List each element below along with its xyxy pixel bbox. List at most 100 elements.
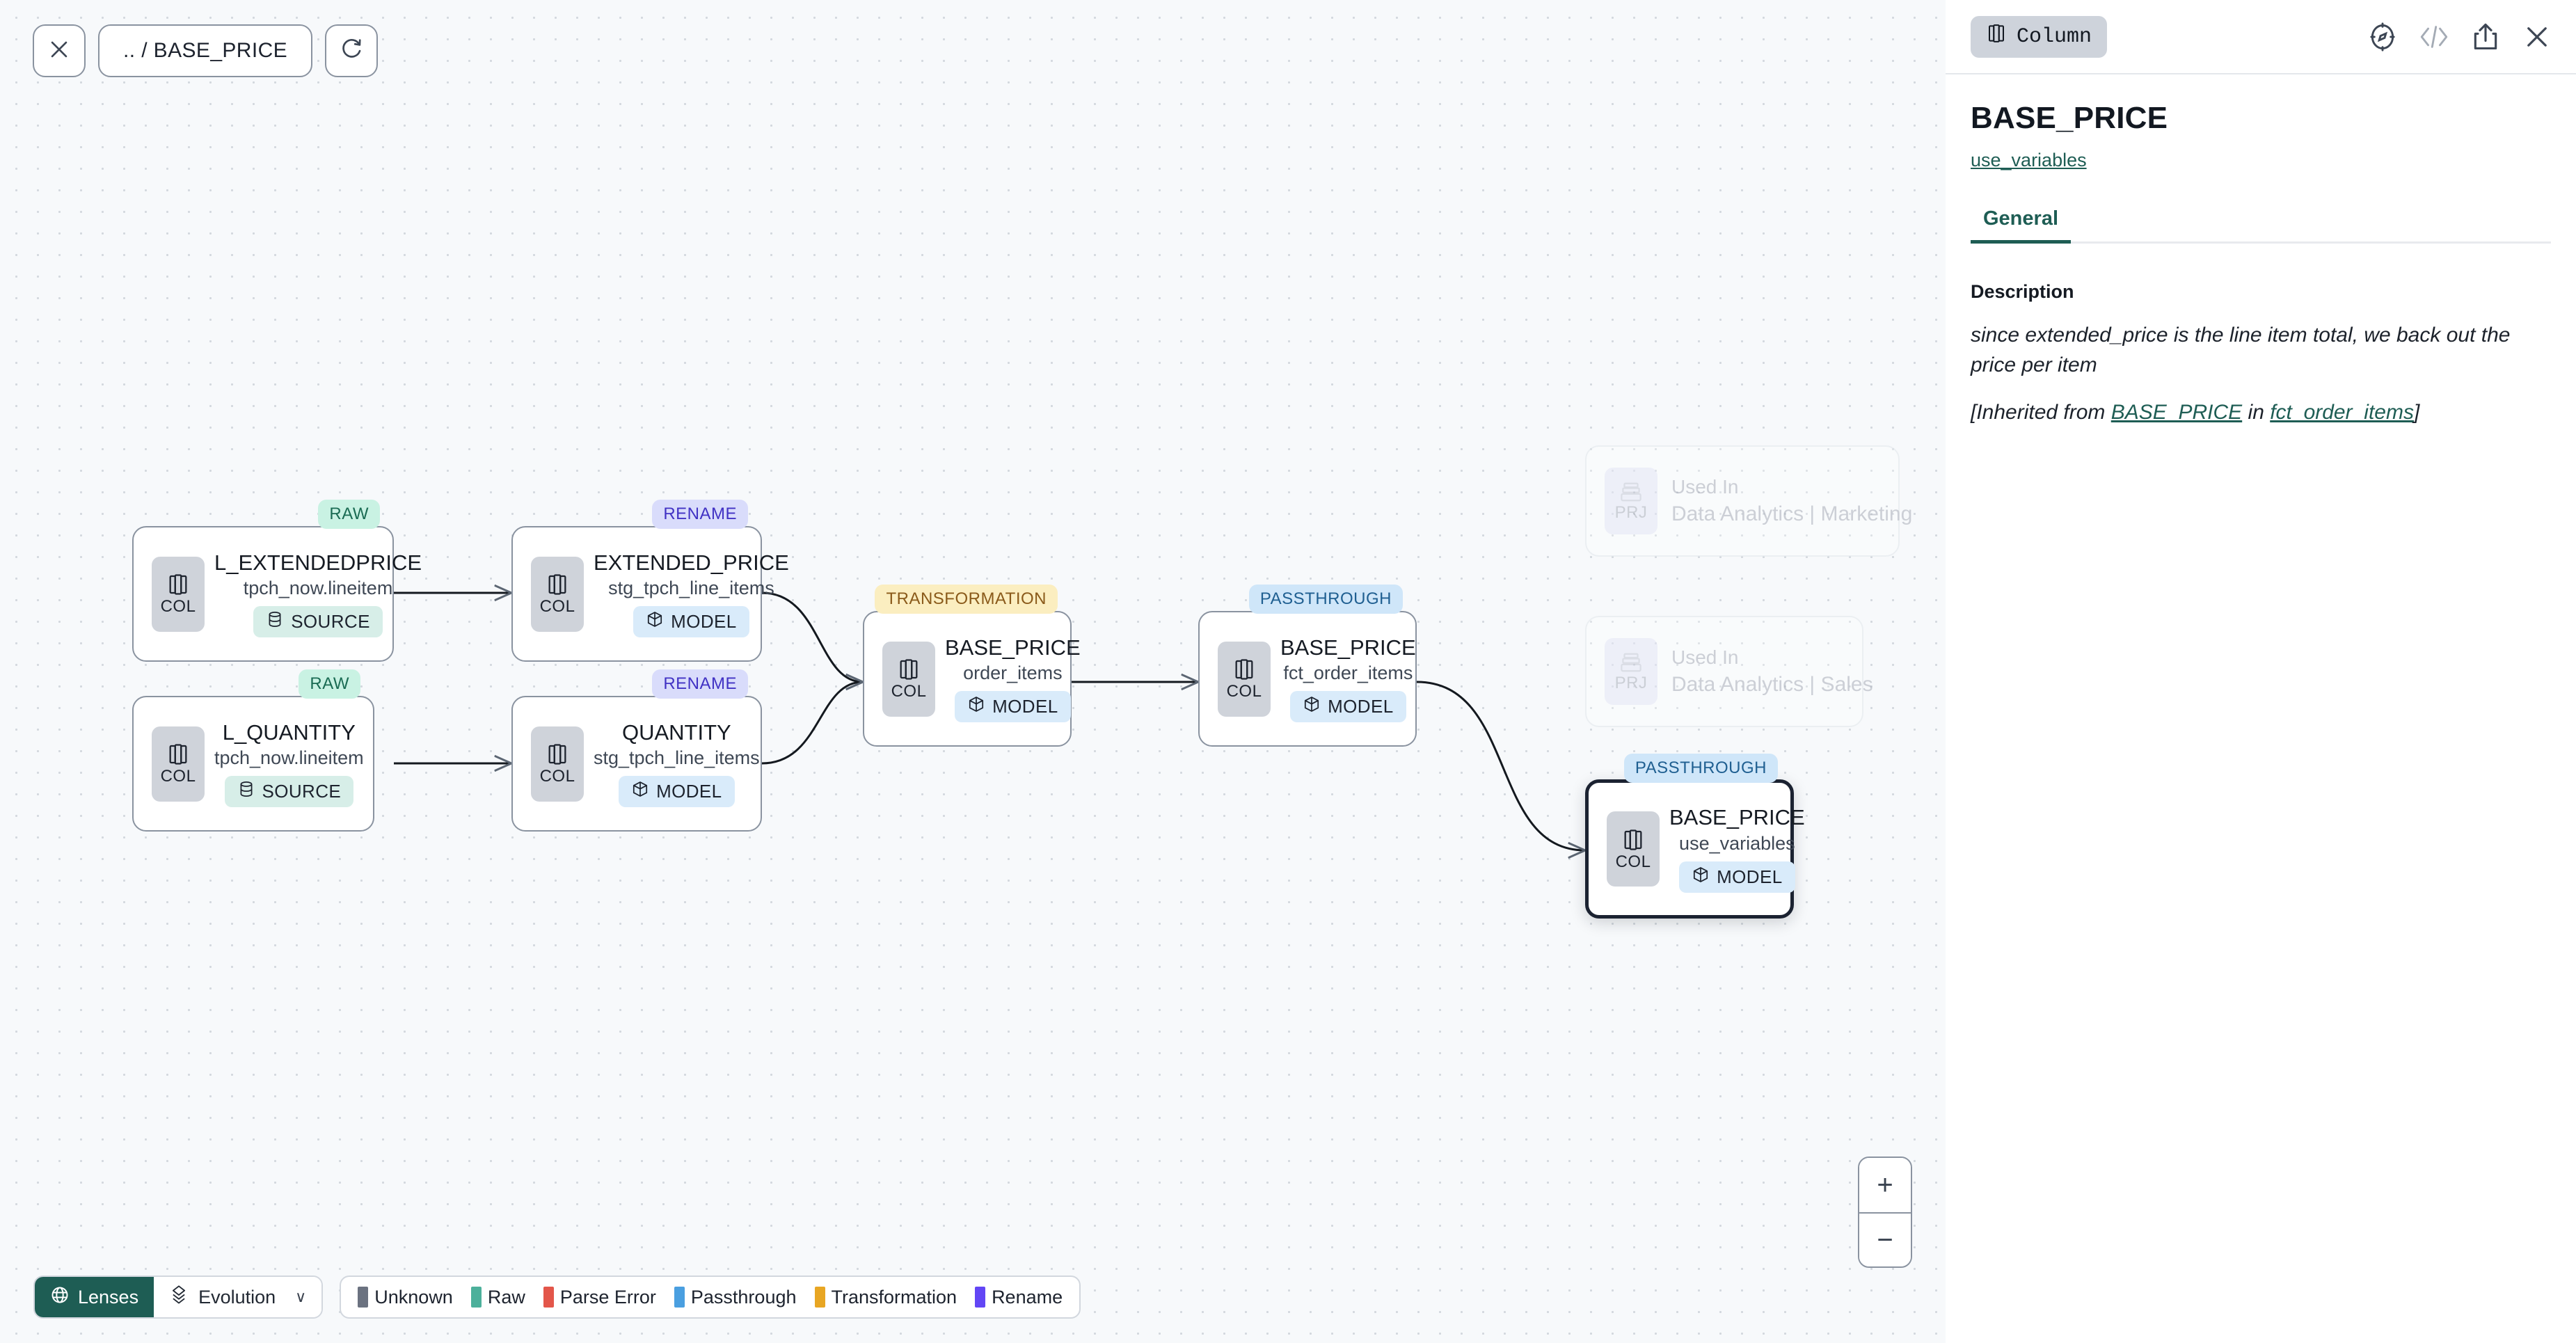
- zoom-out-button[interactable]: −: [1859, 1212, 1911, 1266]
- node-material-pill: MODEL: [1679, 861, 1795, 893]
- legend-label: Passthrough: [690, 1286, 797, 1308]
- col-chip-label: COL: [160, 767, 196, 786]
- node-material-label: MODEL: [992, 696, 1058, 717]
- parent-model-link[interactable]: use_variables: [1971, 150, 2087, 170]
- node-material-label: MODEL: [671, 611, 737, 633]
- explore-compass-icon[interactable]: [2366, 20, 2399, 54]
- used-in-value: Data Analytics | Sales: [1671, 672, 1873, 696]
- node-title: BASE_PRICE: [945, 635, 1081, 660]
- node-title: BASE_PRICE: [1280, 635, 1416, 660]
- zoom-in-button[interactable]: +: [1859, 1158, 1911, 1212]
- lineage-node-quantity[interactable]: RENAME COL QUANTITY stg_tpch_line_items …: [511, 669, 762, 832]
- node-badge: RENAME: [652, 500, 748, 529]
- col-chip-label: COL: [160, 597, 196, 616]
- description-label: Description: [1971, 281, 2074, 302]
- legend-swatch: [674, 1287, 685, 1308]
- inherit-suffix: ]: [2413, 401, 2420, 424]
- used-in-label: Used In: [1671, 475, 1739, 498]
- node-material-label: SOURCE: [291, 611, 370, 633]
- description-text: since extended_price is the line item to…: [1971, 324, 2511, 376]
- lineage-canvas[interactable]: .. / BASE_PRICE PRJ U: [0, 0, 1946, 1343]
- used-in-label: Used In: [1671, 646, 1739, 668]
- col-chip: COL: [152, 556, 205, 632]
- legend-label: Parse Error: [559, 1286, 656, 1308]
- legend-item-passthrough[interactable]: Passthrough: [674, 1287, 797, 1308]
- col-chip: COL: [152, 726, 205, 802]
- lineage-node-base-price-fct-order-items[interactable]: PASSTHROUGH COL BASE_PRICE fct_order_ite…: [1198, 585, 1417, 747]
- chevron-down-icon: ∨: [295, 1288, 307, 1305]
- node-material-pill: MODEL: [633, 606, 749, 638]
- prj-chip: PRJ: [1605, 468, 1657, 534]
- legend-item-parse-error[interactable]: Parse Error: [543, 1287, 656, 1308]
- close-panel-icon[interactable]: [2520, 20, 2554, 54]
- node-title: L_EXTENDEDPRICE: [214, 550, 422, 575]
- col-chip: COL: [531, 726, 584, 802]
- cube-icon: [1692, 866, 1710, 889]
- used-in-card-sales[interactable]: PRJ Used In Data Analytics | Sales: [1585, 616, 1873, 727]
- legend-item-raw[interactable]: Raw: [470, 1287, 525, 1308]
- inherited-model-link[interactable]: fct_order_items: [2270, 401, 2414, 424]
- node-title: L_QUANTITY: [222, 720, 356, 745]
- col-chip-label: COL: [1615, 852, 1651, 871]
- entity-kind-chip: Column: [1971, 15, 2108, 58]
- prj-chip-label: PRJ: [1614, 502, 1648, 522]
- lineage-node-base-price-use-variables[interactable]: PASSTHROUGH COL BASE_PRICE use_variables…: [1585, 754, 1805, 919]
- legend-item-rename[interactable]: Rename: [975, 1287, 1063, 1308]
- lineage-node-base-price-order-items[interactable]: TRANSFORMATION COL BASE_PRICE order_item…: [863, 585, 1081, 747]
- details-panel-actions: [2366, 20, 2554, 54]
- refresh-icon: [340, 38, 363, 65]
- tab-general[interactable]: General: [1971, 207, 2071, 244]
- node-material-label: MODEL: [656, 781, 722, 802]
- entity-kind-label: Column: [2017, 24, 2092, 49]
- evolution-icon: [169, 1285, 189, 1310]
- code-icon[interactable]: [2417, 20, 2451, 54]
- node-material-pill: SOURCE: [253, 606, 383, 638]
- lineage-node-l-extendedprice[interactable]: RAW COL L_EXTENDEDPRICE tpch_now.lineite…: [132, 500, 422, 662]
- node-title: EXTENDED_PRICE: [594, 550, 789, 575]
- col-chip: COL: [1218, 641, 1271, 717]
- used-in-card-marketing[interactable]: PRJ Used In Data Analytics | Marketing: [1585, 445, 1912, 557]
- legend-label: Unknown: [374, 1286, 453, 1308]
- node-material-label: MODEL: [1328, 696, 1394, 717]
- evolution-dropdown[interactable]: Evolution ∨: [154, 1277, 322, 1317]
- legend-swatch: [470, 1287, 482, 1308]
- page-title: BASE_PRICE: [1971, 101, 2168, 135]
- node-material-pill: SOURCE: [224, 776, 354, 808]
- database-icon: [266, 610, 284, 633]
- close-button[interactable]: [33, 24, 86, 77]
- inherit-mid: in: [2242, 401, 2271, 424]
- legend-item-unknown[interactable]: Unknown: [358, 1287, 453, 1308]
- lenses-group: Lenses Evolution ∨: [33, 1276, 324, 1319]
- node-badge: PASSTHROUGH: [1248, 585, 1403, 614]
- col-chip-label: COL: [539, 767, 575, 786]
- col-chip: COL: [531, 556, 584, 632]
- legend-swatch: [975, 1287, 986, 1308]
- node-subtitle: stg_tpch_line_items: [608, 578, 774, 599]
- col-chip-label: COL: [891, 682, 927, 701]
- col-chip: COL: [882, 641, 935, 717]
- cube-icon: [967, 695, 985, 718]
- share-icon[interactable]: [2469, 20, 2502, 54]
- lineage-node-extended-price[interactable]: RENAME COL EXTENDED_PRICE stg_tpch_line_…: [511, 500, 789, 662]
- node-material-pill: MODEL: [1290, 691, 1406, 723]
- evolution-label: Evolution: [198, 1286, 276, 1308]
- lineage-node-l-quantity[interactable]: RAW COL L_QUANTITY tpch_now.lineitem SOU…: [132, 669, 374, 832]
- node-subtitle: fct_order_items: [1283, 662, 1413, 684]
- breadcrumb-button[interactable]: .. / BASE_PRICE: [98, 24, 313, 77]
- refresh-button[interactable]: [325, 24, 379, 77]
- details-tabs: General: [1971, 207, 2551, 244]
- zoom-controls: + −: [1858, 1157, 1912, 1268]
- node-title: QUANTITY: [621, 720, 731, 745]
- legend-swatch: [814, 1287, 825, 1308]
- node-badge: PASSTHROUGH: [1623, 754, 1778, 783]
- inherited-column-link[interactable]: BASE_PRICE: [2110, 401, 2243, 424]
- lenses-icon: [50, 1285, 70, 1310]
- col-chip-label: COL: [539, 597, 575, 616]
- legend-item-transformation[interactable]: Transformation: [814, 1286, 957, 1308]
- node-badge: TRANSFORMATION: [875, 585, 1058, 614]
- legend-label: Transformation: [831, 1286, 957, 1308]
- legend-label: Rename: [992, 1286, 1063, 1308]
- node-title: BASE_PRICE: [1669, 805, 1805, 830]
- lenses-button[interactable]: Lenses: [35, 1277, 154, 1317]
